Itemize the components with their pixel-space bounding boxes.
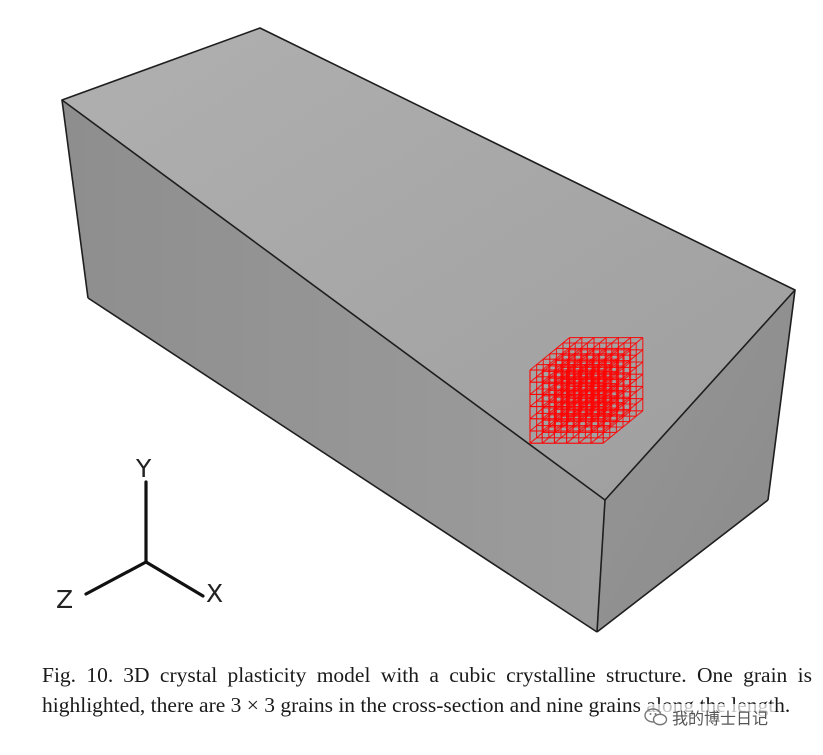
grain-mesh-line — [602, 337, 644, 371]
grain-mesh-line — [590, 337, 631, 371]
watermark: 我的博士日记 — [640, 704, 775, 730]
y-axis-label: Y — [135, 454, 152, 483]
grain-mesh-line — [566, 398, 607, 432]
grain-mesh-line — [529, 410, 570, 444]
grain-mesh-line — [566, 361, 607, 395]
block-edges — [61, 27, 796, 633]
grain-mesh-line — [602, 385, 644, 420]
highlighted-grain-mesh — [529, 337, 644, 444]
grain-mesh-line — [566, 410, 607, 444]
grain-mesh-line — [541, 385, 583, 420]
grain-mesh-line — [590, 361, 631, 395]
grain-mesh-line — [529, 337, 570, 371]
coordinate-axes: Y X Z — [56, 454, 223, 614]
grain-mesh-line — [578, 361, 619, 395]
grain-mesh-line — [566, 385, 607, 420]
grain-mesh-line — [578, 349, 619, 383]
grain-mesh-line — [578, 373, 619, 408]
caption-label: Fig. 10. — [42, 663, 114, 687]
grain-mesh-line — [602, 398, 644, 432]
grain-mesh-line — [602, 410, 644, 444]
grain-mesh-line — [529, 373, 570, 408]
grain-mesh-line — [578, 398, 619, 432]
grain-mesh-line — [590, 398, 631, 432]
grain-mesh-line — [578, 385, 619, 420]
block-front-face — [62, 100, 605, 632]
grain-mesh-line — [541, 410, 583, 444]
grain-mesh-line — [590, 349, 631, 383]
grain-mesh-line — [554, 361, 595, 395]
grain-mesh-line — [541, 349, 583, 383]
grain-mesh-line — [602, 361, 644, 395]
grain-mesh-line — [578, 410, 619, 444]
crystal-model-figure: Y X Z — [56, 27, 796, 633]
grain-mesh-line — [554, 337, 595, 371]
x-axis-label: X — [206, 579, 223, 608]
grain-mesh-line — [541, 337, 583, 371]
grain-mesh-line — [554, 373, 595, 408]
grain-mesh-line — [554, 385, 595, 420]
grain-mesh-line — [554, 349, 595, 383]
grain-mesh-line — [541, 398, 583, 432]
grain-mesh-line — [541, 361, 583, 395]
grain-mesh-line — [529, 398, 570, 432]
grain-mesh-line — [578, 337, 619, 371]
grain-mesh-line — [590, 385, 631, 420]
grain-mesh-line — [566, 337, 607, 371]
grain-mesh-line — [541, 373, 583, 408]
x-axis-line — [144, 560, 205, 598]
grain-mesh-line — [566, 349, 607, 383]
z-axis-label: Z — [56, 585, 73, 614]
grain-mesh-line — [529, 349, 570, 383]
grain-mesh-line — [602, 349, 644, 383]
grain-mesh-line — [554, 410, 595, 444]
watermark-text: 我的博士日记 — [672, 709, 769, 728]
grain-mesh-line — [529, 361, 570, 395]
grain-mesh-line — [602, 373, 644, 408]
wechat-icon — [644, 708, 668, 726]
z-axis-line — [84, 560, 148, 596]
grain-mesh-line — [554, 398, 595, 432]
block-end-face — [597, 290, 795, 632]
grain-mesh-line — [590, 410, 631, 444]
grain-mesh-line — [529, 385, 570, 420]
grain-mesh-line — [590, 373, 631, 408]
grain-mesh-line — [566, 373, 607, 408]
